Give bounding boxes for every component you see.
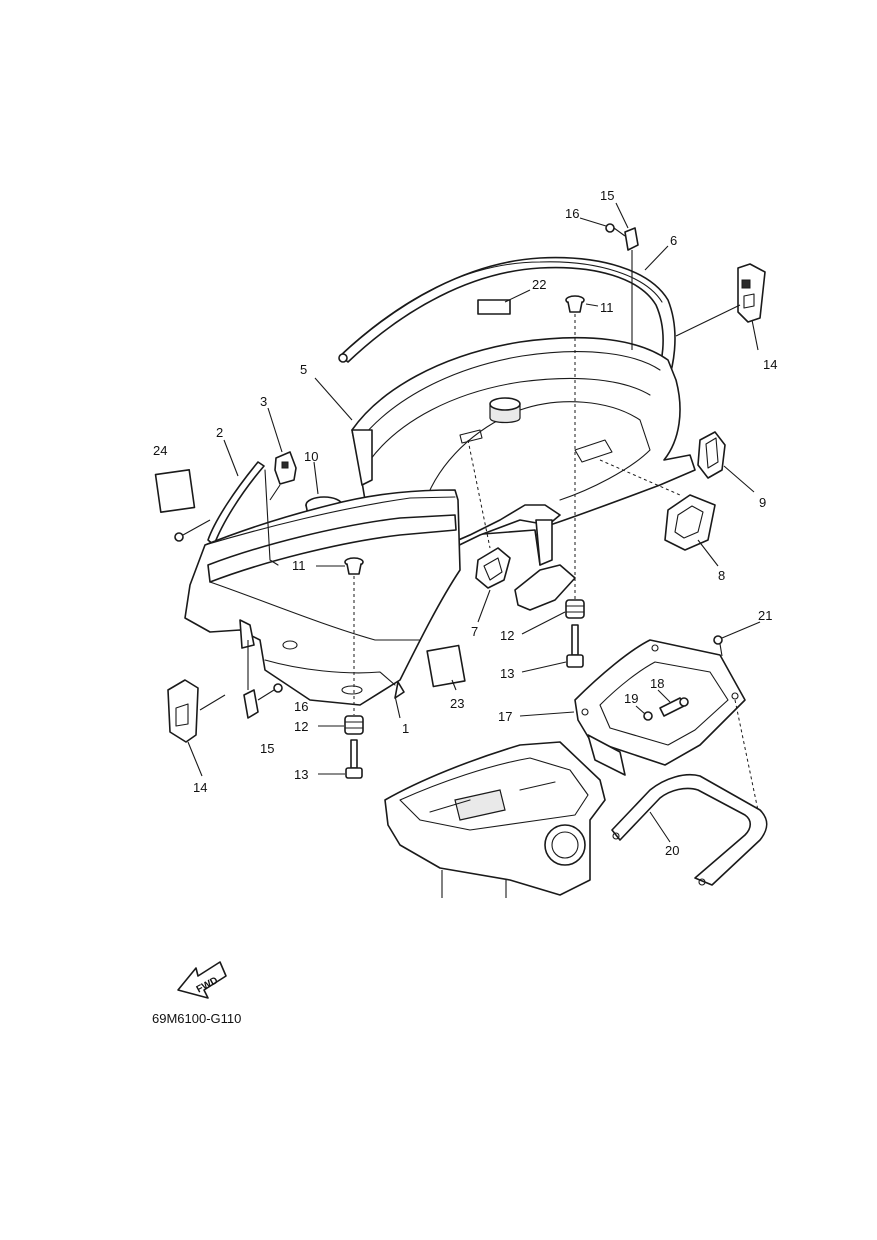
bracket-part-20 bbox=[611, 774, 768, 886]
grommet-part-8 bbox=[664, 494, 716, 551]
clip-part-3 bbox=[269, 451, 297, 501]
bottom-cowling-front-part-1 bbox=[184, 469, 461, 706]
callout-20: 20 bbox=[665, 843, 679, 858]
clip-part-15-upper bbox=[624, 227, 639, 350]
clip-part-15-lower bbox=[243, 640, 259, 719]
callout-labels: 15 16 6 22 11 14 5 3 2 24 10 9 11 8 7 12… bbox=[153, 188, 777, 858]
callout-18: 18 bbox=[650, 676, 664, 691]
callout-12-upper: 12 bbox=[500, 628, 514, 643]
plate-part-17 bbox=[574, 639, 746, 776]
label-part-24 bbox=[154, 469, 196, 513]
callout-7: 7 bbox=[471, 624, 478, 639]
callout-13-lower: 13 bbox=[294, 767, 308, 782]
washer-part-19 bbox=[643, 711, 653, 721]
bushing-part-11-lower bbox=[344, 557, 364, 575]
callout-9: 9 bbox=[759, 495, 766, 510]
seal-part-9 bbox=[697, 431, 726, 479]
bushing-part-11-upper bbox=[565, 295, 585, 313]
callout-1: 1 bbox=[402, 721, 409, 736]
front-seal-strip-part-2 bbox=[207, 461, 265, 546]
callout-14-upper: 14 bbox=[763, 357, 777, 372]
callout-11-lower: 11 bbox=[292, 558, 306, 573]
callout-6: 6 bbox=[670, 233, 677, 248]
callout-2: 2 bbox=[216, 425, 223, 440]
label-part-22 bbox=[477, 299, 511, 315]
callout-15-lower: 15 bbox=[260, 741, 274, 756]
upper-casing-reference bbox=[384, 741, 606, 898]
callout-10: 10 bbox=[304, 449, 318, 464]
bolt-part-13-upper bbox=[566, 624, 584, 668]
bolt-part-13-lower bbox=[345, 739, 363, 779]
lever-part-14-upper bbox=[737, 263, 766, 323]
callout-15-upper: 15 bbox=[600, 188, 614, 203]
callout-8: 8 bbox=[718, 568, 725, 583]
callout-23: 23 bbox=[450, 696, 464, 711]
diagram-code: 69M6100-G110 bbox=[152, 1011, 241, 1026]
callout-16-lower: 16 bbox=[294, 699, 308, 714]
screw-part-4 bbox=[174, 519, 211, 542]
callout-19: 19 bbox=[624, 691, 638, 706]
callout-24: 24 bbox=[153, 443, 167, 458]
bolt-part-18 bbox=[659, 697, 689, 717]
screw-part-21 bbox=[713, 635, 723, 657]
leader-lines bbox=[187, 202, 761, 843]
callout-3: 3 bbox=[260, 394, 267, 409]
mount-rubber-part-12-upper bbox=[565, 599, 585, 619]
mount-rubber-part-12-lower bbox=[344, 715, 364, 735]
label-part-23 bbox=[426, 644, 466, 688]
callout-22: 22 bbox=[532, 277, 546, 292]
lever-part-14-lower bbox=[167, 679, 226, 743]
callout-11-upper: 11 bbox=[600, 300, 614, 315]
fwd-arrow-icon: FWD bbox=[177, 961, 227, 999]
screw-part-16-upper bbox=[605, 223, 626, 237]
callout-13-upper: 13 bbox=[500, 666, 514, 681]
callout-17: 17 bbox=[498, 709, 512, 724]
callout-21: 21 bbox=[758, 608, 772, 623]
callout-12-lower: 12 bbox=[294, 719, 308, 734]
grommet-part-7 bbox=[475, 547, 511, 589]
callout-14-lower: 14 bbox=[193, 780, 207, 795]
screw-part-16-lower bbox=[257, 683, 283, 701]
callout-5: 5 bbox=[300, 362, 307, 377]
callout-16-upper: 16 bbox=[565, 206, 579, 221]
